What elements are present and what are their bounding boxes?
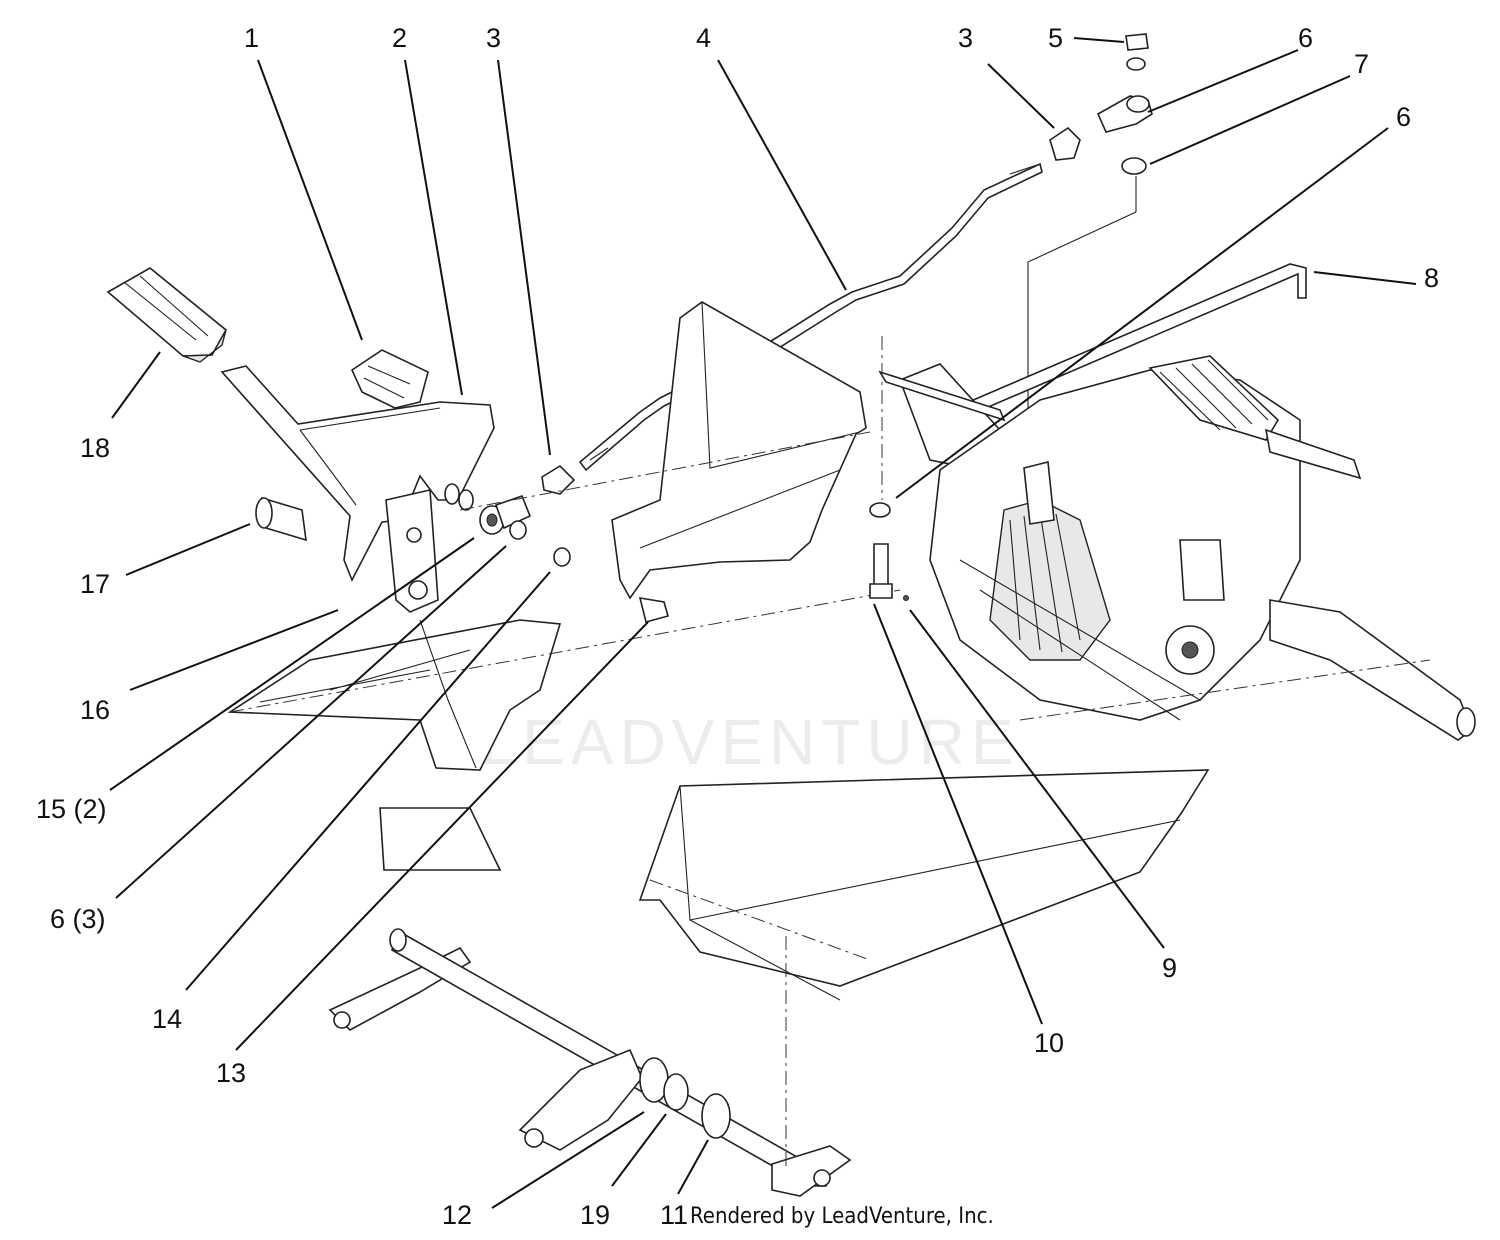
callout-17: 17 bbox=[80, 569, 110, 599]
callout-13: 13 bbox=[216, 1058, 246, 1088]
rod-end-hardware bbox=[1027, 33, 1153, 420]
callout-6: 6 (3) bbox=[50, 904, 106, 934]
right-floor-panel bbox=[638, 769, 1210, 1001]
leader-lines bbox=[109, 37, 1417, 1209]
callout-19: 19 bbox=[580, 1200, 610, 1230]
callout-3: 3 bbox=[958, 23, 973, 53]
callout-11: 11 bbox=[660, 1200, 688, 1230]
callout-3: 3 bbox=[486, 23, 501, 53]
bolt-10-washer-6 bbox=[869, 336, 909, 601]
callout-8: 8 bbox=[1424, 263, 1439, 293]
left-frame-panel bbox=[227, 589, 901, 771]
pedal-arm-2 bbox=[220, 365, 495, 613]
callout-14: 14 bbox=[152, 1004, 182, 1034]
callout-12: 12 bbox=[442, 1200, 472, 1230]
center-bracket-panel bbox=[459, 301, 871, 600]
callout-5: 5 bbox=[1048, 23, 1063, 53]
callout-6: 6 bbox=[1396, 102, 1411, 132]
callout-labels: 1 2 3 4 3 5 6 7 6 8 18 17 16 15 (2) 6 (3… bbox=[36, 23, 1439, 1230]
cross-shaft-assembly bbox=[328, 807, 852, 1197]
callout-2: 2 bbox=[392, 23, 407, 53]
callout-9: 9 bbox=[1162, 953, 1177, 983]
render-credit: Rendered by LeadVenture, Inc. bbox=[690, 1204, 994, 1229]
callout-15: 15 (2) bbox=[36, 794, 107, 824]
callout-6: 6 bbox=[1298, 23, 1313, 53]
callout-1: 1 bbox=[244, 23, 259, 53]
pedal-pad-1 bbox=[350, 349, 429, 409]
spacers-washers bbox=[444, 464, 669, 623]
callout-16: 16 bbox=[80, 695, 110, 725]
transaxle-assembly bbox=[878, 355, 1476, 741]
callout-10: 10 bbox=[1034, 1028, 1064, 1058]
pedal-pad-18 bbox=[106, 267, 228, 363]
callout-18: 18 bbox=[80, 433, 110, 463]
bushing-17 bbox=[255, 496, 307, 542]
callout-4: 4 bbox=[696, 23, 711, 53]
callout-7: 7 bbox=[1354, 49, 1369, 79]
